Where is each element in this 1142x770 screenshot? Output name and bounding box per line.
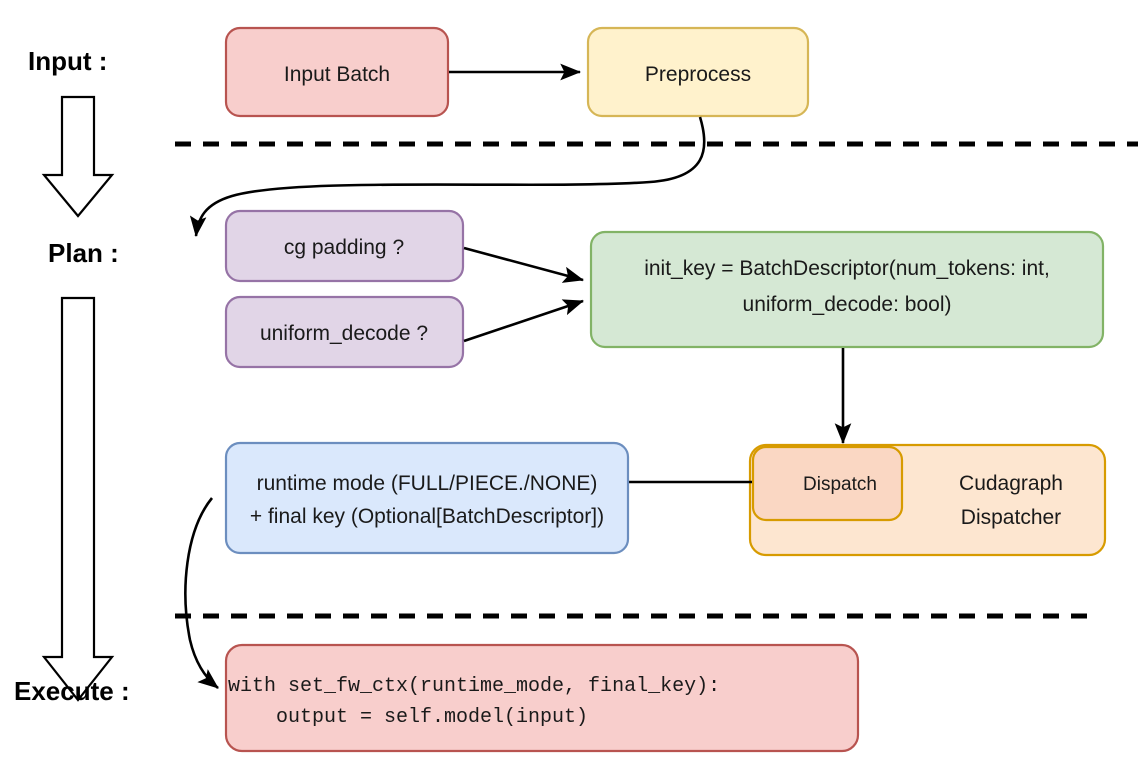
node-runtime-mode-line2: + final key (Optional[BatchDescriptor]) xyxy=(250,505,604,528)
edge-cg-padding-to-init-key xyxy=(463,246,585,283)
stage-label-execute: Execute : xyxy=(14,676,130,706)
node-init-key[interactable] xyxy=(589,230,1105,349)
node-init-key-line1: init_key = BatchDescriptor(num_tokens: i… xyxy=(644,257,1050,280)
node-cg-padding[interactable] xyxy=(224,209,465,283)
stage-label-plan: Plan : xyxy=(48,238,119,268)
node-execute-code-line1: with set_fw_ctx(runtime_mode, final_key)… xyxy=(228,675,720,698)
node-cudagraph-dispatcher-line1: Cudagraph xyxy=(959,472,1063,495)
node-input-batch[interactable] xyxy=(224,26,450,118)
stage-arrow-plan-to-execute xyxy=(41,296,115,702)
node-execute-code[interactable] xyxy=(224,643,860,753)
node-uniform-decode-label: uniform_decode ? xyxy=(260,322,428,345)
node-cg-padding-label: cg padding ? xyxy=(284,236,404,259)
node-init-key-line2: uniform_decode: bool) xyxy=(743,293,952,316)
node-dispatch-label: Dispatch xyxy=(803,474,877,495)
node-preprocess-label: Preprocess xyxy=(645,63,751,86)
node-input-batch-label: Input Batch xyxy=(284,63,390,86)
node-uniform-decode[interactable] xyxy=(224,295,465,369)
node-dispatch[interactable] xyxy=(751,445,904,522)
edge-runtime-mode-to-execute xyxy=(184,497,219,690)
node-preprocess[interactable] xyxy=(586,26,810,118)
edge-preprocess-to-plan xyxy=(189,116,706,238)
edge-uniform-decode-to-init-key xyxy=(463,299,584,343)
stage-arrow-input-to-plan xyxy=(41,95,115,218)
node-runtime-mode[interactable] xyxy=(224,441,630,555)
node-runtime-mode-line1: runtime mode (FULL/PIECE./NONE) xyxy=(257,472,598,495)
node-execute-code-line2: output = self.model(input) xyxy=(228,706,588,729)
stage-label-input: Input : xyxy=(28,46,107,76)
node-cudagraph-dispatcher-line2: Dispatcher xyxy=(961,506,1061,529)
